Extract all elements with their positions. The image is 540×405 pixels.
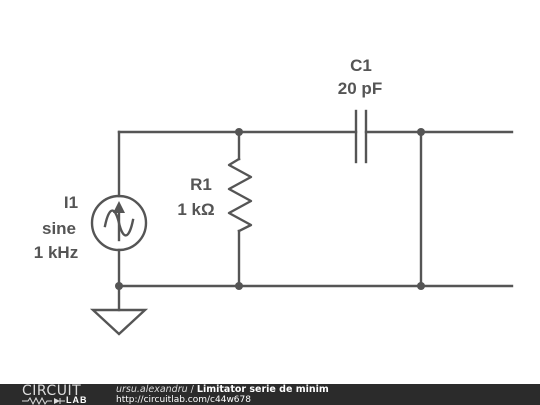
junction-node xyxy=(235,128,243,136)
capacitor-value-label: 20 pF xyxy=(338,79,382,98)
footer-bar: CIRCUIT LAB ursu.alexandru / Limitator s… xyxy=(0,384,540,405)
junction-node xyxy=(417,282,425,290)
junction-node xyxy=(417,128,425,136)
source-frequency-label: 1 kHz xyxy=(34,243,78,262)
footer-title-line: ursu.alexandru / Limitator serie de mini… xyxy=(116,385,329,395)
junction-node xyxy=(235,282,243,290)
logo-circuit-text: CIRCUIT xyxy=(22,383,82,399)
capacitor-name-label: C1 xyxy=(350,56,372,75)
source-name-label: I1 xyxy=(64,193,78,212)
circuit-schematic: I1 sine 1 kHz R1 1 kΩ C1 20 pF xyxy=(34,56,514,336)
footer-info: ursu.alexandru / Limitator serie de mini… xyxy=(116,385,329,405)
source-waveform-label: sine xyxy=(42,219,76,238)
circuit-title: Limitator serie de minim xyxy=(196,384,329,395)
sine-current-source-icon xyxy=(90,194,148,252)
ground-icon xyxy=(89,284,149,336)
circuit-url-link[interactable]: http://circuitlab.com/c44w678 xyxy=(116,395,251,405)
junction-node xyxy=(115,282,123,290)
logo-lab-text: LAB xyxy=(66,395,88,405)
title-separator: / xyxy=(187,384,197,395)
author-link[interactable]: ursu.alexandru xyxy=(116,384,188,395)
resistor-value-label: 1 kΩ xyxy=(177,200,214,219)
resistor-icon xyxy=(227,130,253,288)
logo-resistor-icon xyxy=(22,397,65,405)
resistor-name-label: R1 xyxy=(190,175,212,194)
capacitor-icon xyxy=(354,109,368,164)
circuitlab-logo[interactable]: CIRCUIT LAB xyxy=(22,384,94,405)
